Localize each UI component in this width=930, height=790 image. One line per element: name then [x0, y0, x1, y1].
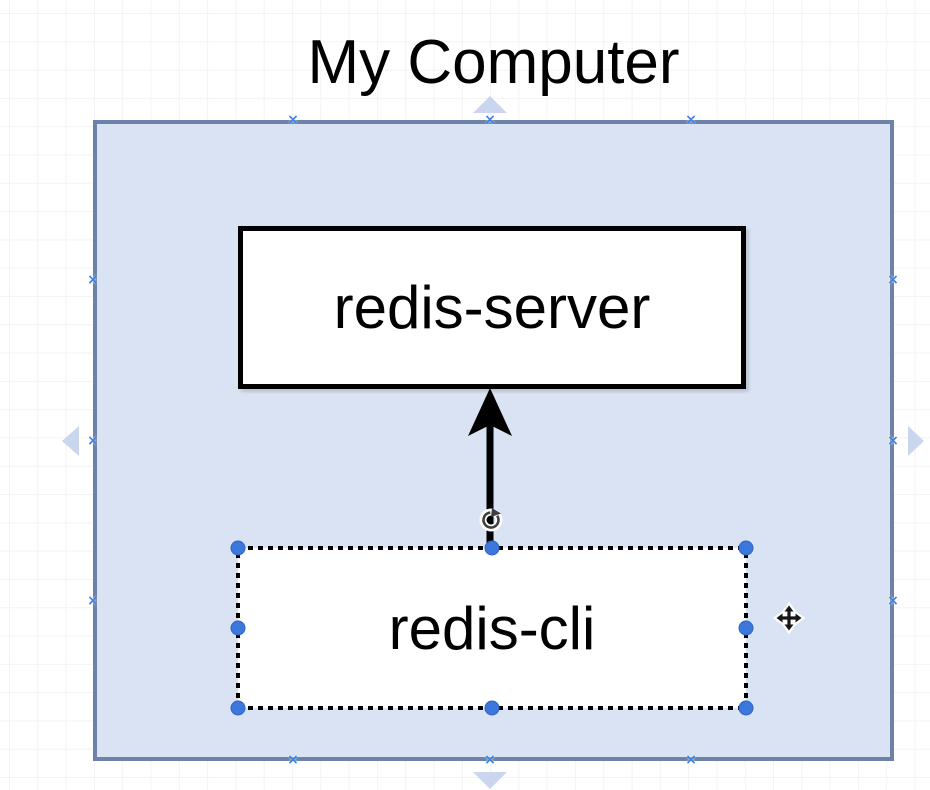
resize-handle-nw[interactable]: [230, 540, 246, 556]
node-redis-server[interactable]: redis-server: [238, 226, 746, 389]
connection-point-icon[interactable]: ×: [887, 593, 899, 609]
connection-point-icon[interactable]: ×: [87, 272, 99, 288]
resize-handle-s[interactable]: [484, 700, 500, 716]
resize-handle-e[interactable]: [738, 620, 754, 636]
connection-point-icon[interactable]: ×: [287, 752, 299, 768]
connection-point-icon[interactable]: ×: [685, 752, 697, 768]
container-title[interactable]: My Computer: [307, 28, 680, 97]
resize-handle-w[interactable]: [230, 620, 246, 636]
connection-point-icon[interactable]: ×: [87, 433, 99, 449]
direction-arrow-left-icon[interactable]: [62, 426, 79, 456]
resize-handle-ne[interactable]: [738, 540, 754, 556]
direction-arrow-right-icon[interactable]: [908, 426, 924, 456]
node-redis-cli[interactable]: redis-cli: [238, 548, 746, 708]
connection-point-icon[interactable]: ×: [685, 112, 697, 128]
connection-point-icon[interactable]: ×: [887, 433, 899, 449]
resize-handle-n[interactable]: [484, 540, 500, 556]
connection-point-icon[interactable]: ×: [287, 112, 299, 128]
connection-point-icon[interactable]: ×: [484, 752, 496, 768]
node-redis-server-label: redis-server: [333, 274, 651, 341]
connection-point-icon[interactable]: ×: [87, 593, 99, 609]
connection-point-icon[interactable]: ×: [887, 272, 899, 288]
connection-point-icon[interactable]: ×: [484, 112, 496, 128]
direction-arrow-down-icon[interactable]: [473, 772, 507, 789]
resize-handle-se[interactable]: [738, 700, 754, 716]
direction-arrow-up-icon[interactable]: [473, 96, 507, 113]
node-redis-cli-label: redis-cli: [388, 594, 596, 662]
resize-handle-sw[interactable]: [230, 700, 246, 716]
